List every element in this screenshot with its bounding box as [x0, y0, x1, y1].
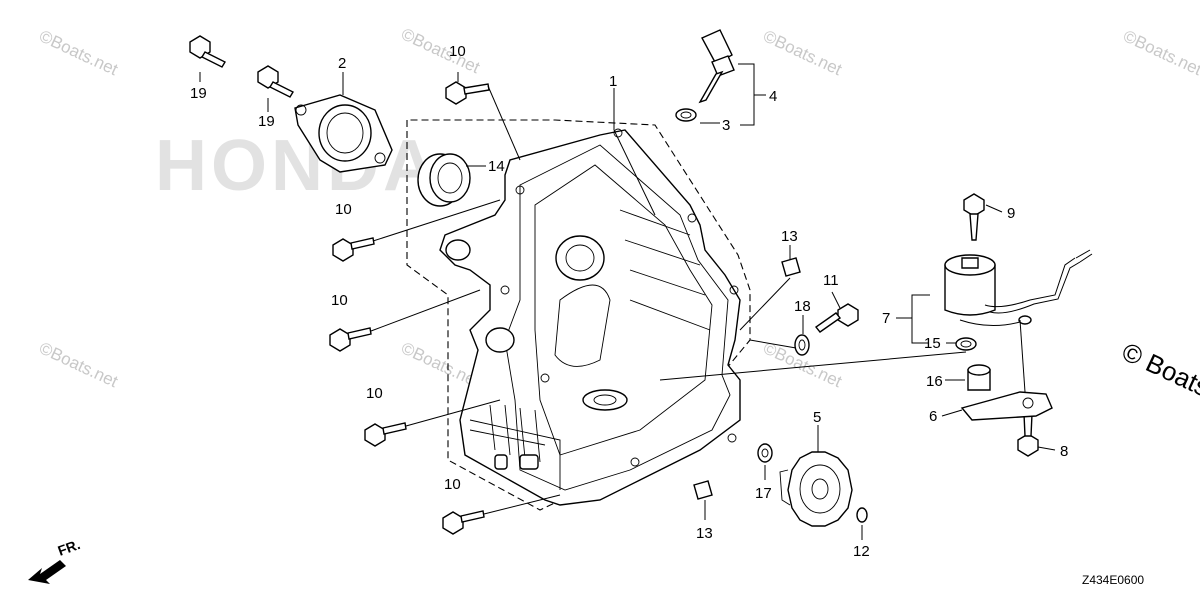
callout-11: 11 — [823, 272, 839, 289]
part-2-flange — [294, 94, 393, 173]
assembly-outline — [406, 119, 751, 511]
bolt-19b — [257, 65, 294, 98]
brand-watermark: HONDA — [155, 126, 439, 206]
bolt-8 — [1017, 413, 1039, 457]
callout-9: 9 — [1007, 205, 1015, 222]
part-4-oil-filler-cap — [698, 29, 735, 104]
part-16-collar — [967, 364, 991, 391]
bolt-10-top — [445, 81, 490, 105]
part-15-o-ring — [955, 337, 977, 351]
part-5-governor-gear — [779, 451, 853, 527]
part-17-washer — [757, 443, 773, 463]
diagram-code: Z434E0600 — [1082, 573, 1144, 587]
callout-10-mid2: 10 — [331, 292, 348, 309]
leader-lines — [199, 63, 1056, 540]
callout-10-mid1: 10 — [335, 201, 352, 218]
bolt-10-low1 — [364, 422, 407, 447]
callout-19a: 19 — [190, 85, 207, 102]
callout-12: 12 — [853, 543, 870, 560]
callout-14: 14 — [488, 158, 505, 175]
watermark-text: ©Boats.net — [1120, 26, 1200, 79]
callout-17: 17 — [755, 485, 772, 502]
bolt-10-mid1 — [332, 237, 375, 262]
part-7-oil-switch — [944, 249, 1093, 326]
part-14-oil-seal — [417, 153, 471, 207]
callout-16: 16 — [926, 373, 943, 390]
watermark-text: ©Boats.net — [36, 26, 121, 79]
callout-7: 7 — [882, 310, 890, 327]
part-3-washer — [675, 108, 697, 122]
callout-19b: 19 — [258, 113, 275, 130]
bolt-11 — [814, 303, 859, 333]
front-direction-label: FR. — [56, 536, 83, 559]
callout-1: 1 — [609, 73, 617, 90]
bolt-19a — [189, 35, 226, 68]
front-direction-arrow — [28, 560, 66, 584]
part-13-dowel-pins — [693, 257, 801, 500]
callout-6: 6 — [929, 408, 937, 425]
watermark-large-text: © Boats.n — [1117, 336, 1200, 412]
callout-3: 3 — [722, 117, 730, 134]
crankcase-cover — [439, 128, 741, 506]
bolts — [189, 35, 1039, 535]
callout-4: 4 — [769, 88, 777, 105]
callout-10-low2: 10 — [444, 476, 461, 493]
callout-5: 5 — [813, 409, 821, 426]
callout-2: 2 — [338, 55, 346, 72]
part-6-plate — [960, 319, 1053, 421]
callout-13-top: 13 — [781, 228, 798, 245]
callout-18: 18 — [794, 298, 811, 315]
part-18-washer — [794, 334, 810, 356]
callout-8: 8 — [1060, 443, 1068, 460]
part-12-clip — [856, 507, 868, 523]
bolt-10-low2 — [442, 510, 485, 535]
callout-10-top: 10 — [449, 43, 466, 60]
watermark-text: ©Boats.net — [398, 24, 483, 77]
watermark-text: ©Boats.net — [36, 338, 121, 391]
callout-numbers: 1 2 3 4 5 6 7 8 9 10 10 10 10 10 11 12 1… — [190, 43, 1068, 560]
watermark-text: ©Boats.net — [760, 26, 845, 79]
bolt-9 — [963, 193, 985, 241]
bolt-10-mid2 — [329, 327, 372, 352]
callout-13-bottom: 13 — [696, 525, 713, 542]
callout-15: 15 — [924, 335, 941, 352]
callout-10-low1: 10 — [366, 385, 383, 402]
